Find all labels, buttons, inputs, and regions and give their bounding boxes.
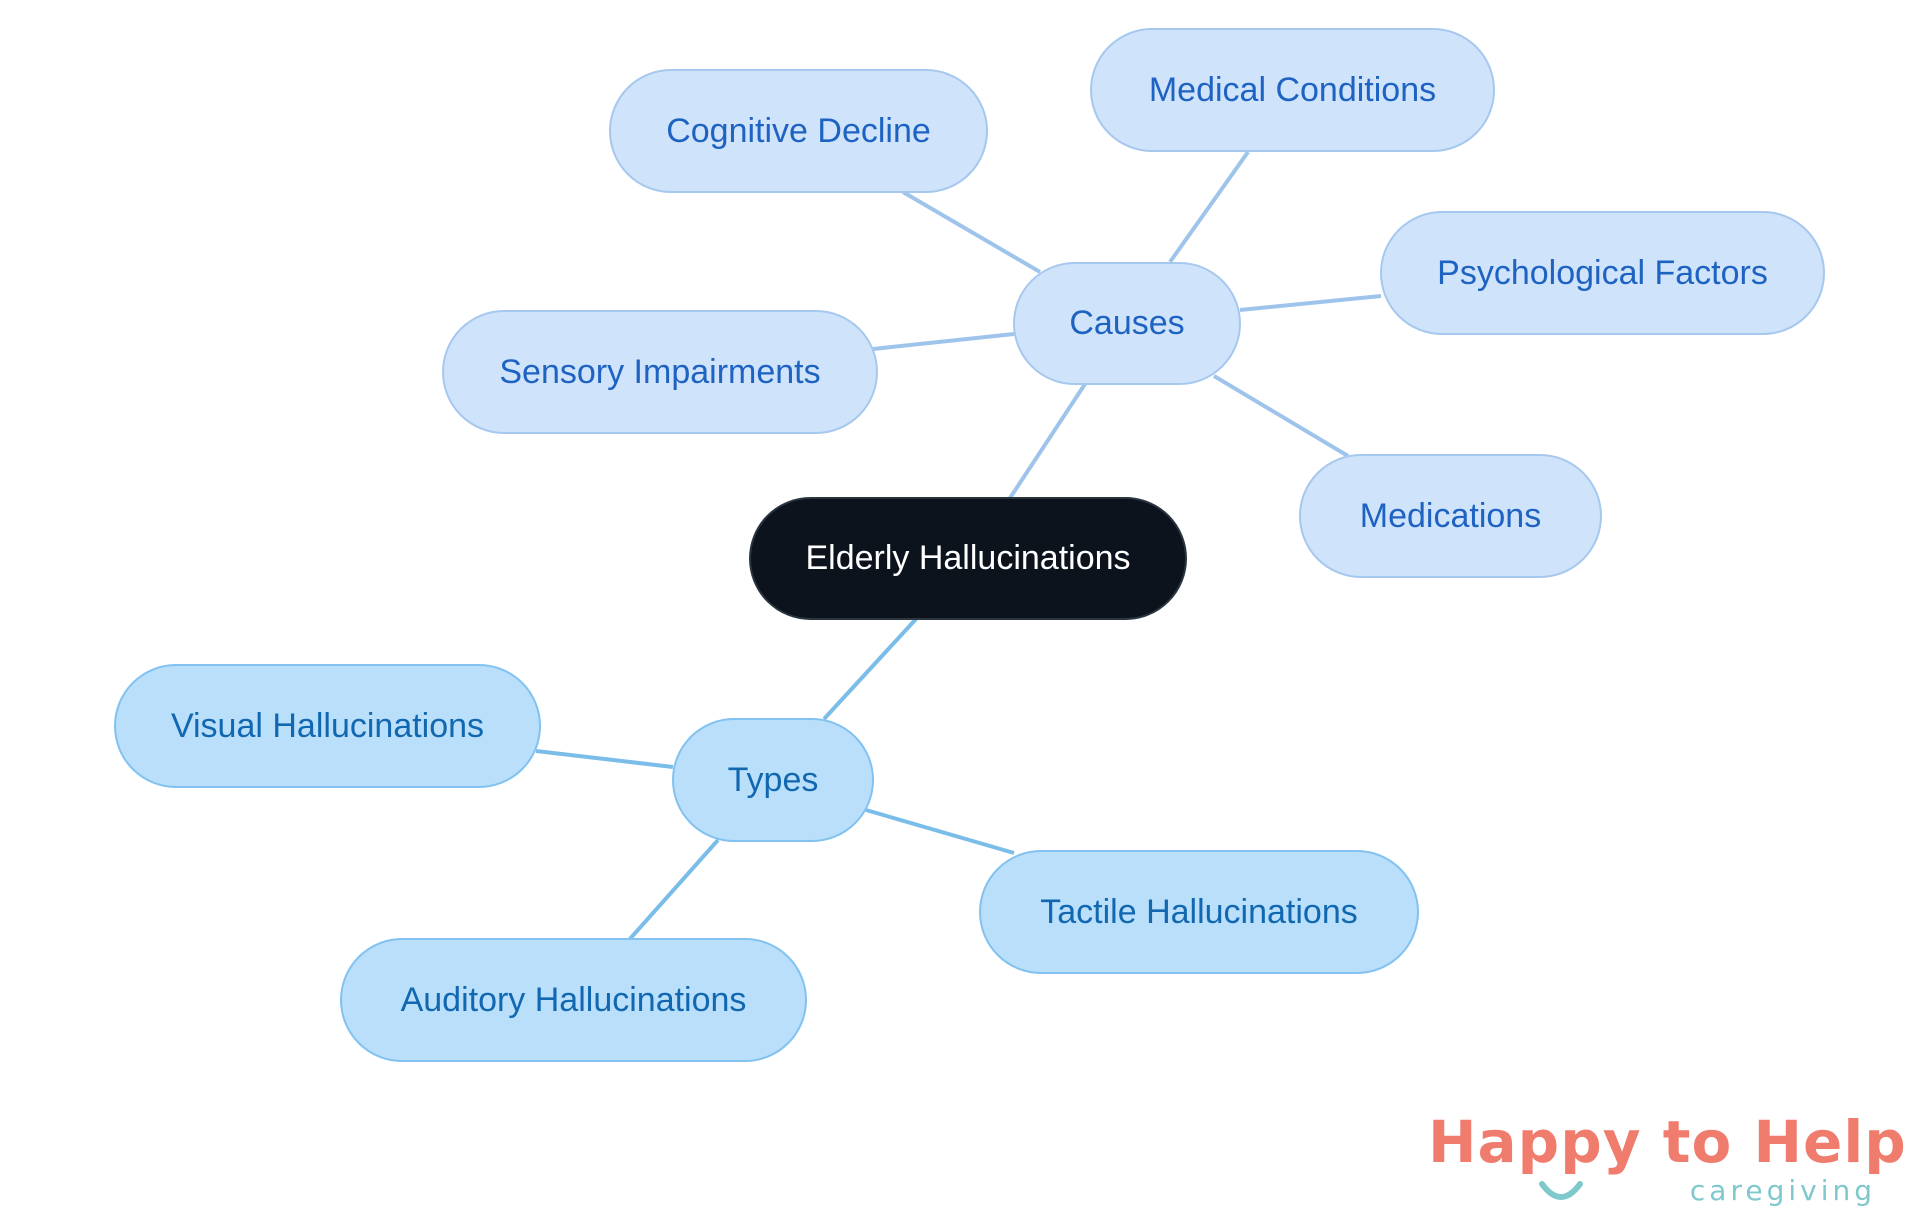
cause-sensory-impairments: Sensory Impairments: [442, 310, 878, 434]
happy-to-help-logo: Happy to Help caregiving: [1428, 1108, 1906, 1208]
causes-node: Causes: [1013, 262, 1241, 385]
root-node: Elderly Hallucinations: [749, 497, 1187, 620]
edge-causes-medical: [1168, 150, 1250, 264]
edge-types-auditory: [627, 838, 720, 942]
edge-causes-medications: [1212, 374, 1350, 458]
cause-psychological-factors: Psychological Factors: [1380, 211, 1825, 335]
cause-medications: Medications: [1299, 454, 1602, 578]
edge-types-tactile: [865, 808, 1015, 855]
cause-cognitive-decline: Cognitive Decline: [609, 69, 988, 193]
type-tactile-hallucinations: Tactile Hallucinations: [979, 850, 1419, 974]
logo-tagline: caregiving: [1689, 1174, 1876, 1207]
types-node: Types: [672, 718, 874, 842]
edge-root-causes: [1008, 382, 1087, 500]
type-auditory-hallucinations: Auditory Hallucinations: [340, 938, 807, 1062]
cause-medical-conditions: Medical Conditions: [1090, 28, 1495, 152]
edge-causes-psych: [1239, 294, 1382, 312]
edge-types-visual: [535, 749, 674, 769]
edge-root-types: [822, 617, 918, 721]
logo-brand-text: Happy to Help: [1428, 1108, 1907, 1176]
smile-icon: [1539, 1181, 1583, 1200]
type-visual-hallucinations: Visual Hallucinations: [114, 664, 541, 788]
edge-causes-sensory: [872, 332, 1015, 351]
edge-causes-cognitive: [901, 190, 1042, 274]
